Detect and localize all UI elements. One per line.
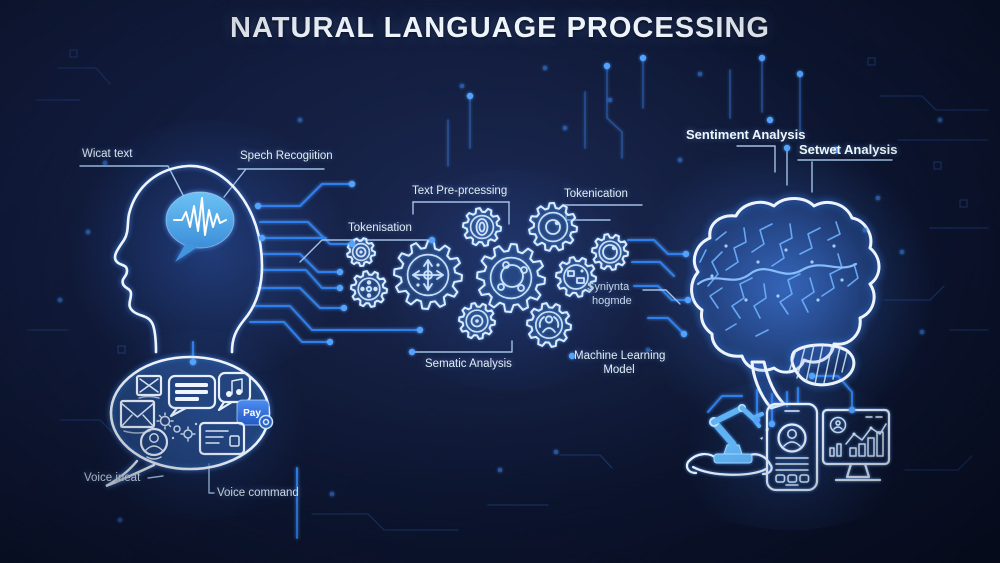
image-icon [135, 374, 163, 399]
label-ml-line2: Model [603, 364, 635, 376]
chat-message-icon [167, 374, 217, 418]
label-sentiment-analysis: Sentiment Analysis [686, 127, 806, 142]
gear-icon-8 [458, 302, 496, 340]
gear-doodle-icons [156, 412, 198, 442]
gear-icon-9 [526, 302, 572, 348]
pay-icon: Pay [236, 399, 274, 430]
music-note-icon [217, 371, 252, 412]
label-tokenisation: Tokenisation [348, 222, 412, 234]
label-syntactic-line2: hogmde [592, 295, 632, 307]
gear-icon-5 [476, 243, 546, 313]
gear-icon-3 [393, 240, 463, 310]
brain-illustration [686, 194, 886, 410]
gear-icon-7 [555, 256, 597, 298]
gear-icon-2 [350, 270, 388, 308]
label-syntactic-line1: Syniynta [587, 281, 630, 293]
microphone-person-icon [139, 427, 169, 460]
label-voice-command: Voice command [217, 487, 299, 499]
label-speech-recognition: Spech Recogiition [240, 150, 333, 162]
circuit-lines [192, 57, 853, 539]
label-text-preprocessing: Text Pre-prcessing [412, 185, 508, 197]
gears-cluster [346, 202, 629, 348]
monitor-analytics-icon [821, 408, 891, 482]
speech-waveform-bubble [165, 191, 235, 262]
label-connector-lines [79, 145, 893, 494]
svg-text:Pay: Pay [243, 408, 261, 419]
label-tokenication: Tokenication [564, 188, 628, 200]
audio-waveform-icon [173, 197, 227, 236]
head-silhouette [113, 164, 264, 354]
label-machine-learning-model: Machine Learning Model [574, 349, 666, 377]
label-voice-text: Wicat text [82, 148, 133, 160]
label-setwet-analysis: Setwet Analysis [799, 142, 898, 157]
brain-stem [750, 360, 786, 410]
background-circuit-traces [27, 49, 989, 531]
label-ml-line1: Machine Learning [574, 350, 666, 362]
label-syntactic: Syniynta hogmde [587, 280, 632, 308]
output-devices [685, 402, 891, 492]
page-title: NATURAL LANGUAGE PROCESSING [230, 12, 770, 44]
thought-bubble-tail [105, 459, 156, 488]
gear-icon-4 [462, 207, 502, 247]
brain-circuit-pattern [696, 221, 859, 337]
text-card-icon [198, 421, 246, 456]
robot-arm-icon [685, 404, 773, 476]
gear-icon-6 [528, 202, 578, 252]
label-voice-input: Voice ineat [84, 472, 141, 484]
label-semantic-analysis: Sematic Analysis [425, 358, 512, 370]
thought-bubble-icons: Pay [119, 371, 274, 460]
cerebellum-stripes [788, 343, 848, 385]
smartphone-icon [765, 402, 819, 492]
gear-icon-10 [591, 233, 629, 271]
cerebellum [790, 343, 856, 387]
glow-dots [57, 54, 943, 523]
